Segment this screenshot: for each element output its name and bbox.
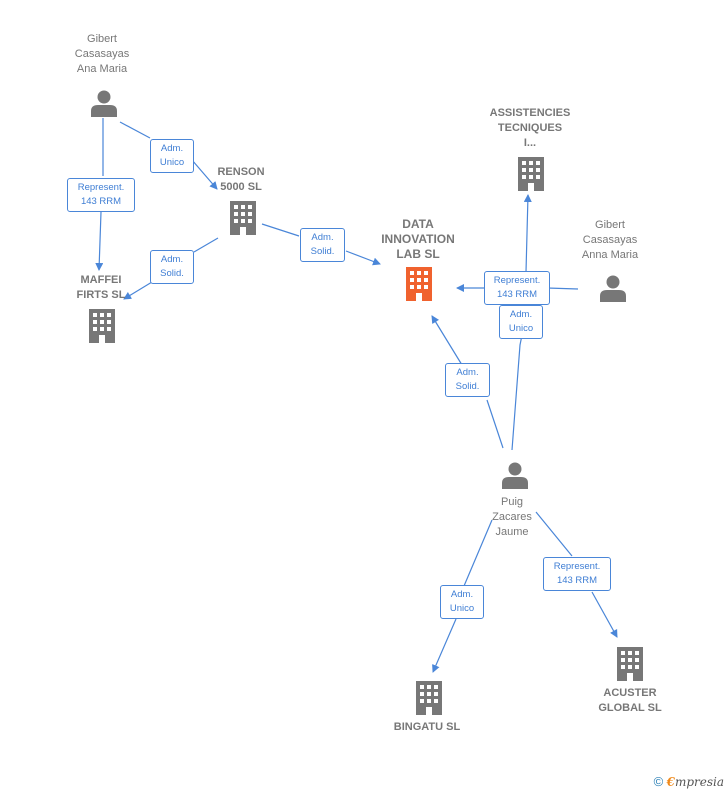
link-gibert-anna-to-data: [457, 288, 579, 289]
link-gibert-ana-to-maffei: [99, 118, 103, 270]
copyright-icon: ©: [653, 774, 664, 789]
brand-logo-e: €: [666, 775, 675, 789]
link-puig-to-bingatu: [433, 519, 493, 672]
brand-footer[interactable]: © €mpresia: [654, 774, 724, 789]
relation-label[interactable]: Represent.143 RRM: [67, 178, 135, 212]
relation-label[interactable]: Represent.143 RRM: [484, 271, 550, 305]
building-icon[interactable]: [515, 156, 547, 192]
building-icon[interactable]: [86, 308, 118, 344]
relation-label[interactable]: Represent.143 RRM: [543, 557, 611, 591]
relation-label[interactable]: Adm.Solid.: [300, 228, 345, 262]
building-icon[interactable]: [614, 646, 646, 682]
relation-label[interactable]: Adm.Unico: [440, 585, 484, 619]
brand-logo-text: mpresia: [674, 775, 724, 789]
building-icon[interactable]: [413, 680, 445, 716]
company-name-bingatu[interactable]: BINGATU SL: [393, 721, 461, 733]
link-puig-to-acuster: [535, 511, 617, 637]
link-renson-to-maffei: [124, 237, 219, 299]
building-icon[interactable]: [227, 200, 259, 236]
relation-label[interactable]: Adm.Solid.: [445, 363, 490, 397]
relation-label[interactable]: Adm.Unico: [499, 305, 543, 339]
person-icon[interactable]: [500, 460, 530, 490]
person-icon[interactable]: [89, 88, 119, 118]
link-gibert-ana-to-renson: [119, 121, 217, 189]
link-renson-to-data: [261, 223, 380, 264]
person-icon[interactable]: [598, 273, 628, 303]
building-icon-highlight[interactable]: [403, 266, 435, 302]
link-puig-to-data: [432, 316, 504, 449]
relation-label[interactable]: Adm.Solid.: [150, 250, 194, 284]
relation-label[interactable]: Adm.Unico: [150, 139, 194, 173]
